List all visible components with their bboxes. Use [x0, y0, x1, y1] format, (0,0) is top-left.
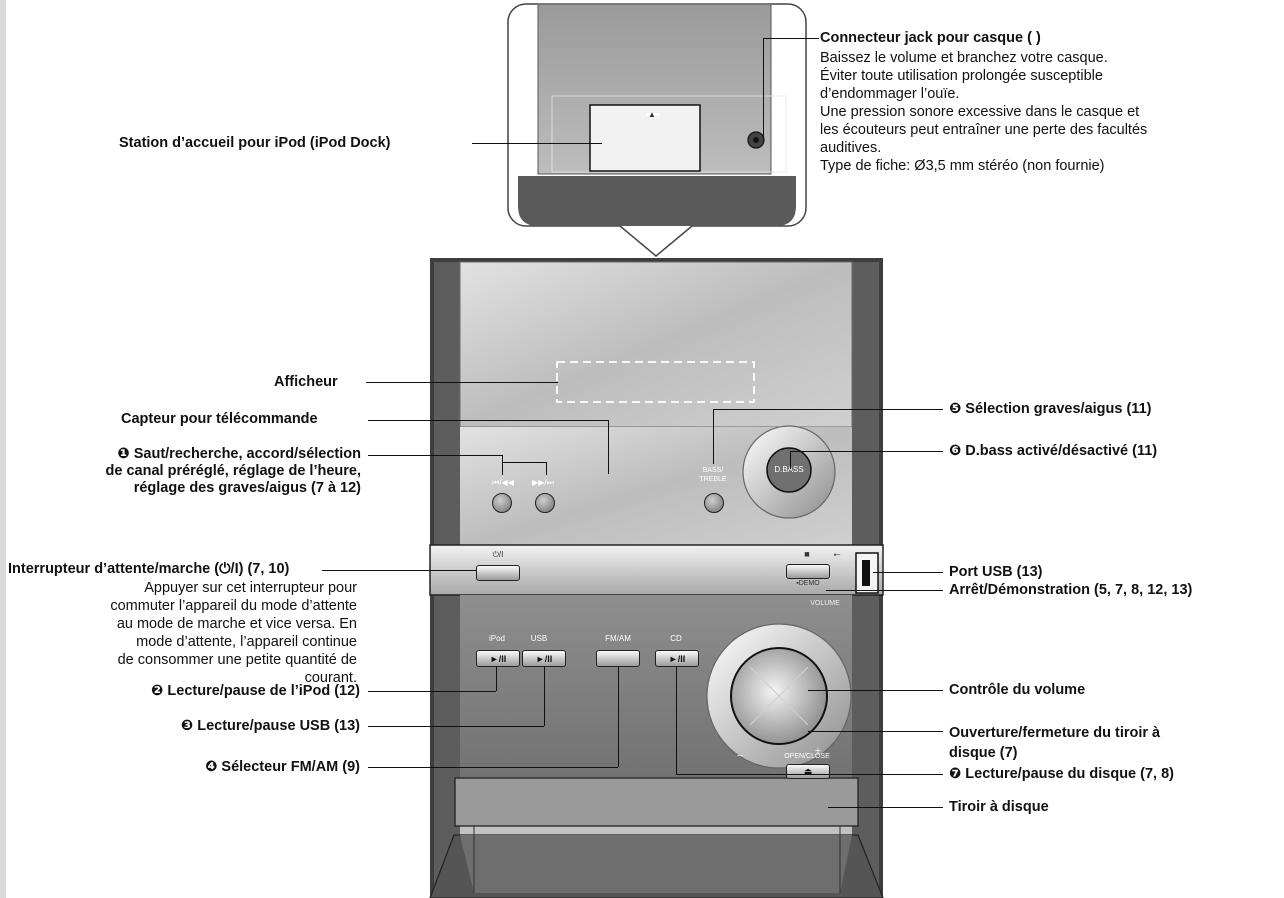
skip-callout-line: réglage des graves/aigus (7 à 12)	[133, 480, 361, 496]
open-close-button[interactable]: ⏏	[786, 764, 830, 779]
fmam-label: FM/AM	[605, 634, 631, 643]
open-close-callout-line: Ouverture/fermeture du tiroir à	[949, 725, 1161, 741]
stop-icon: ■	[804, 549, 810, 559]
open-close-callout-line: disque (7)	[949, 745, 1018, 761]
standby-leader	[322, 570, 476, 571]
stop-demo-leader	[826, 590, 943, 591]
headphone-note-line: les écouteurs peut entraîner une perte d…	[820, 122, 1148, 138]
fmam-leader	[368, 767, 618, 768]
cd-label: CD	[670, 634, 682, 643]
standby-button[interactable]	[476, 565, 520, 581]
headphone-leader	[763, 38, 819, 39]
eject-icon: ⏏	[803, 766, 813, 776]
plus-label: +	[814, 745, 822, 757]
bass-callout: ❺ Sélection graves/aigus (11)	[949, 401, 1152, 417]
play-pause-icon: ►/II	[668, 653, 686, 664]
headphone-note-line: Baissez le volume et branchez votre casq…	[820, 50, 1108, 66]
minus-label: −	[736, 750, 744, 762]
ipod-play-callout: ❷ Lecture/pause de l’iPod (12)	[151, 683, 360, 699]
usb-symbol-icon: ⭠	[833, 549, 841, 559]
fmam-button[interactable]	[596, 650, 640, 667]
cd-play-button[interactable]: ►/II	[655, 650, 699, 667]
disc-tray-leader	[828, 807, 943, 808]
usb-play-leader	[368, 726, 544, 727]
open-close-label: OPEN/CLOSE	[784, 753, 830, 760]
ipod-play-button[interactable]: ►/II	[476, 650, 520, 667]
skip-callout: ❶ Saut/recherche, accord/sélection de ca…	[40, 446, 361, 497]
display-callout: Afficheur	[274, 374, 338, 390]
headphone-callout: Connecteur jack pour casque ( )	[820, 30, 1041, 46]
sensor-leader	[368, 420, 608, 421]
skip-back-label: ⏮/◀◀	[492, 478, 514, 487]
standby-note: Appuyer sur cet interrupteur pour commut…	[40, 579, 357, 687]
disc-play-leader-v	[676, 666, 677, 774]
dock-zoom-box	[507, 3, 807, 257]
standby-note-line: commuter l’appareil du mode d’attente	[110, 598, 357, 614]
dock-arrow-icon: ▲	[648, 110, 656, 119]
headphone-note-line: Type de fiche: Ø3,5 mm stéréo (non fourn…	[820, 158, 1105, 174]
stop-demo-callout: Arrêt/Démonstration (5, 7, 8, 12, 13)	[949, 582, 1193, 598]
bass-leader	[713, 409, 943, 410]
dbass-callout: ❻ D.bass activé/désactivé (11)	[949, 443, 1158, 459]
display-leader	[366, 382, 558, 383]
ipod-label: iPod	[488, 634, 505, 643]
sensor-leader-v	[608, 420, 609, 474]
left-edge-strip	[0, 0, 6, 898]
skip-bracket-l	[502, 455, 503, 475]
ipod-play-leader-v	[496, 666, 497, 691]
sensor-callout: Capteur pour télécommande	[121, 411, 318, 427]
open-close-callout: Ouverture/fermeture du tiroir à disque (…	[949, 723, 1160, 763]
dock-callout: Station d’accueil pour iPod (iPod Dock)	[119, 135, 391, 151]
fmam-callout: ❹ Sélecteur FM/AM (9)	[205, 759, 360, 775]
skip-forward-label: ▶▶/⏭	[532, 478, 554, 487]
stop-demo-button[interactable]	[786, 564, 830, 579]
volume-leader	[808, 690, 943, 691]
skip-leader	[368, 455, 502, 456]
headphone-note: Baissez le volume et branchez votre casq…	[820, 49, 1280, 175]
bass-treble-label: BASS/ TREBLE	[699, 467, 727, 483]
headphone-note-line: d’endommager l’ouïe.	[820, 86, 960, 102]
disc-play-callout: ❼ Lecture/pause du disque (7, 8)	[949, 766, 1174, 782]
power-label: ⏻/I	[492, 550, 504, 559]
standby-note-line: au mode de marche et vice versa. En	[116, 616, 357, 632]
usb-port-callout: Port USB (13)	[949, 564, 1043, 580]
open-close-leader	[808, 731, 943, 732]
fmam-leader-v	[618, 666, 619, 767]
usb-label: USB	[530, 634, 548, 643]
skip-callout-line: ❶ Saut/recherche, accord/sélection	[117, 446, 361, 462]
bass-treble-button[interactable]	[704, 493, 724, 513]
headphone-note-line: auditives.	[820, 140, 882, 156]
dbass-leader-v	[790, 451, 791, 469]
usb-port-leader	[873, 572, 943, 573]
skip-callout-line: de canal préréglé, réglage de l’heure,	[105, 463, 361, 479]
bass-leader-v	[713, 409, 714, 464]
dock-leader	[472, 143, 602, 144]
skip-forward-button[interactable]	[535, 493, 555, 513]
dbass-label: D.BASS	[774, 465, 804, 474]
dbass-leader	[790, 451, 943, 452]
headphone-note-line: Éviter toute utilisation prolongée susce…	[820, 68, 1103, 84]
skip-back-button[interactable]	[492, 493, 512, 513]
play-pause-icon: ►/II	[535, 653, 553, 664]
disc-tray-callout: Tiroir à disque	[949, 799, 1049, 815]
skip-bracket	[502, 462, 546, 463]
headphone-leader-v	[763, 38, 764, 138]
standby-note-line: courant.	[304, 670, 357, 686]
standby-note-line: mode d’attente, l’appareil continue	[136, 634, 357, 650]
standby-note-line: de consommer une petite quantité de	[117, 652, 357, 668]
skip-bracket-r	[546, 462, 547, 475]
standby-callout: Interrupteur d’attente/marche (⏻/I) (7, …	[8, 561, 290, 577]
volume-callout: Contrôle du volume	[949, 682, 1086, 698]
disc-play-leader	[676, 774, 943, 775]
usb-play-button[interactable]: ►/II	[522, 650, 566, 667]
standby-note-line: Appuyer sur cet interrupteur pour	[144, 580, 357, 596]
play-pause-icon: ►/II	[489, 653, 507, 664]
usb-play-callout: ❸ Lecture/pause USB (13)	[180, 718, 360, 734]
volume-label: VOLUME	[810, 600, 840, 607]
usb-play-leader-v	[544, 666, 545, 726]
headphone-note-line: Une pression sonore excessive dans le ca…	[820, 104, 1140, 120]
demo-label: ▪DEMO	[796, 580, 820, 587]
ipod-play-leader	[368, 691, 496, 692]
